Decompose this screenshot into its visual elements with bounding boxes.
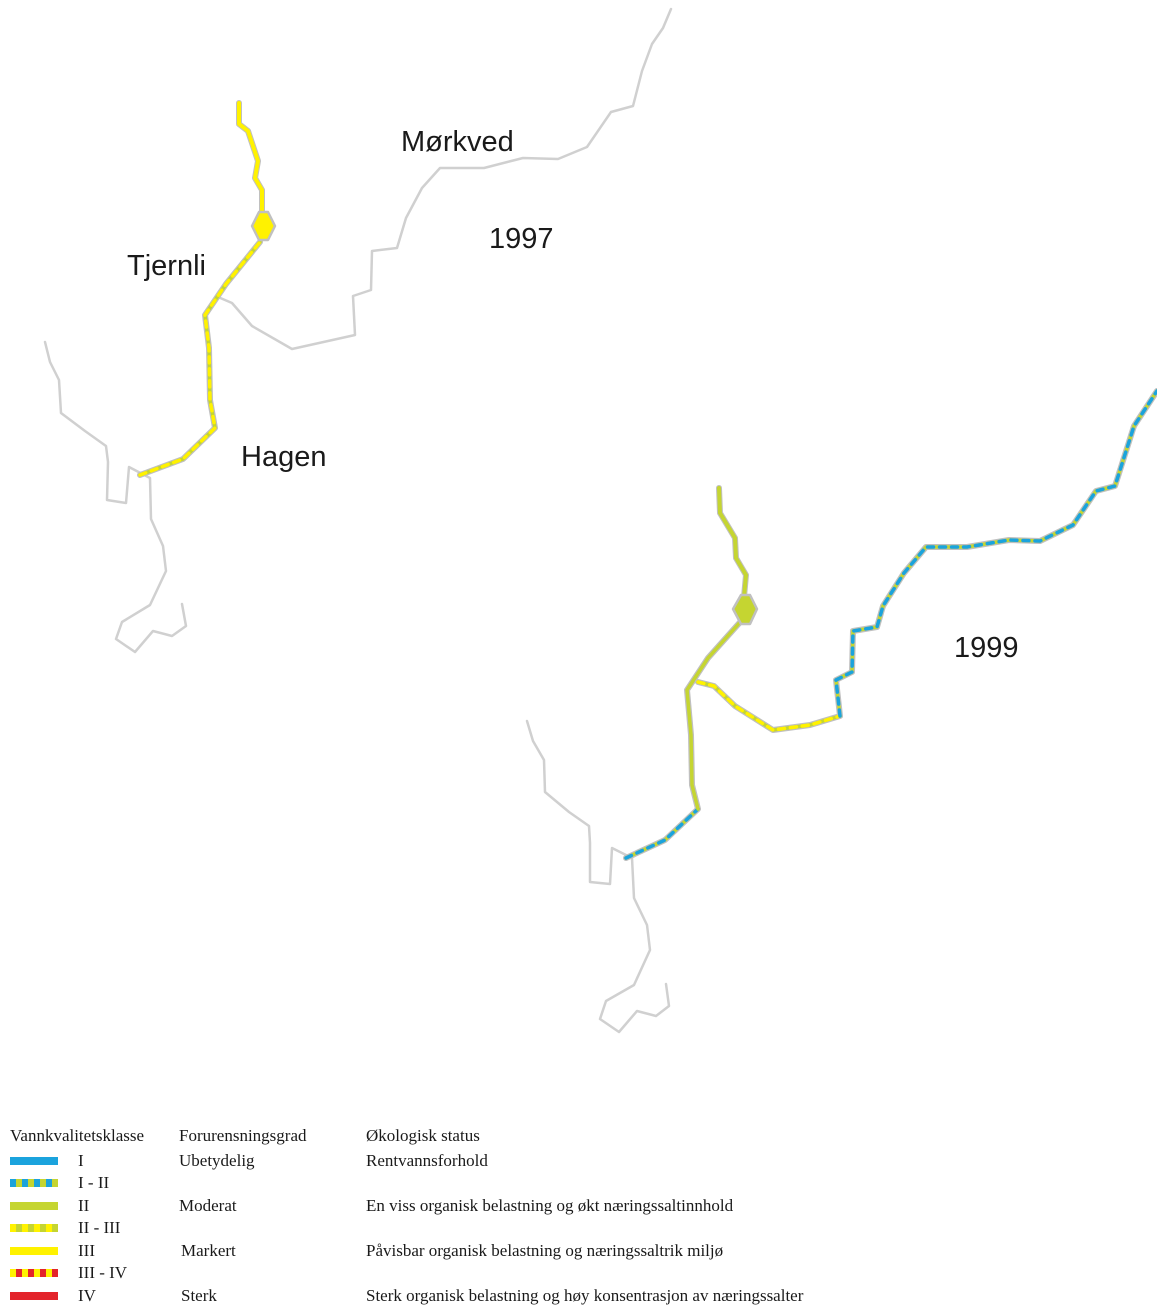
legend-class: II - III bbox=[78, 1218, 121, 1237]
legend-class: IV bbox=[78, 1286, 96, 1305]
legend-status: Sterk organisk belastning og høy konsent… bbox=[366, 1286, 804, 1305]
morkved-section-1999-upper-class-I-II bbox=[834, 389, 1157, 718]
legend-pollution: Sterk bbox=[181, 1286, 217, 1305]
place-label-hagen: Hagen bbox=[241, 441, 327, 473]
legend-status: Rentvannsforhold bbox=[366, 1151, 488, 1170]
stream-morkved-1997 bbox=[216, 7, 673, 351]
hagen-section-1999-class-I-II-dash bbox=[624, 807, 700, 860]
place-label-tjernli: Tjernli bbox=[127, 250, 206, 282]
legend-class: III bbox=[78, 1241, 95, 1260]
stream-hagen-lower-1999 bbox=[525, 719, 671, 1034]
legend-swatch bbox=[10, 1157, 58, 1165]
legend-status: En viss organisk belastning og økt nærin… bbox=[366, 1196, 734, 1215]
legend-swatch bbox=[10, 1292, 58, 1300]
legend-swatch bbox=[10, 1202, 58, 1210]
legend-row: I Ubetydelig Rentvannsforhold bbox=[0, 1150, 1157, 1172]
legend-swatch bbox=[10, 1179, 58, 1187]
legend-class: I bbox=[78, 1151, 84, 1170]
place-label-morkved: Mørkved bbox=[401, 126, 514, 158]
legend-class: II bbox=[78, 1196, 90, 1215]
legend-class: I - II bbox=[78, 1173, 110, 1192]
tjernli-pond-1999 bbox=[731, 593, 759, 626]
legend-header-class: Vannkvalitetsklasse bbox=[10, 1126, 145, 1145]
morkved-section-1999-lower-class-II-III-dash bbox=[696, 680, 842, 732]
map-1997 bbox=[43, 7, 673, 654]
legend-swatch bbox=[10, 1247, 58, 1255]
legend-row: II Moderat En viss organisk belastning o… bbox=[0, 1195, 1157, 1217]
legend: Vannkvalitetsklasse Forurensningsgrad Øk… bbox=[0, 1118, 1157, 1308]
hagen-section-1999-class-II bbox=[685, 618, 744, 811]
legend-status: Påvisbar organisk belastning og næringss… bbox=[366, 1241, 724, 1260]
legend-header-status: Økologisk status bbox=[366, 1126, 480, 1145]
map-1999 bbox=[525, 388, 1157, 1034]
tjernli-section-1997-class-III bbox=[237, 101, 264, 216]
legend-class: III - IV bbox=[78, 1263, 128, 1282]
legend-pollution: Markert bbox=[181, 1241, 236, 1260]
legend-swatch bbox=[10, 1224, 58, 1232]
tjernli-section-1999-outline bbox=[716, 485, 749, 600]
hagen-section-1997-class-II-III-dash bbox=[138, 240, 262, 477]
legend-pollution: Moderat bbox=[179, 1196, 237, 1215]
legend-header-pollution: Forurensningsgrad bbox=[179, 1126, 307, 1145]
morkved-section-1999-upper-class-I-II-dash bbox=[834, 389, 1157, 718]
water-quality-map bbox=[43, 7, 1157, 1034]
year-label-1997: 1997 bbox=[489, 223, 554, 255]
legend-row: III Markert Påvisbar organisk belastning… bbox=[0, 1240, 1157, 1262]
stream-hagen-lower-1997 bbox=[43, 340, 188, 654]
legend-swatch bbox=[10, 1269, 58, 1277]
legend-row: IV Sterk Sterk organisk belastning og hø… bbox=[0, 1285, 1157, 1307]
legend-row: II - III bbox=[0, 1217, 1157, 1239]
tjernli-pond-1997 bbox=[250, 210, 277, 242]
morkved-section-1999-outline bbox=[695, 388, 1157, 733]
legend-pollution: Ubetydelig bbox=[179, 1151, 255, 1170]
legend-row: III - IV bbox=[0, 1262, 1157, 1284]
year-label-1999: 1999 bbox=[954, 632, 1019, 664]
legend-row: I - II bbox=[0, 1172, 1157, 1194]
tjernli-section-1999-class-II bbox=[717, 486, 748, 599]
